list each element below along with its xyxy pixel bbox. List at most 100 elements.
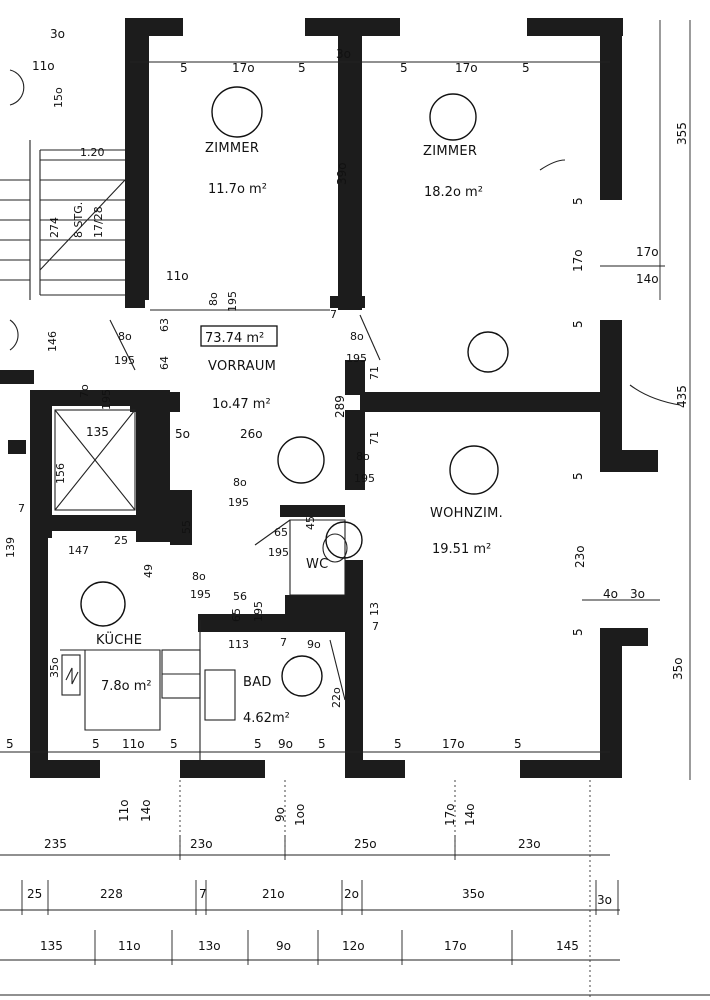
b5-1: 11o (118, 939, 141, 953)
stair-arrow (39, 179, 126, 271)
wall-left-stub2 (8, 440, 26, 454)
dim-195-a: 195 (226, 291, 239, 312)
right-dim-8: 23o (573, 545, 587, 568)
top-dim-1: 5 (180, 61, 188, 75)
dim-71-a: 71 (368, 366, 381, 380)
wall-bad-top (198, 614, 363, 632)
b3-3: 23o (518, 837, 541, 851)
wall-shaft-bottom (40, 515, 170, 531)
dim-8o-c: 8o (350, 330, 364, 343)
wall-shaft-top (30, 390, 170, 406)
dim-39o: 39o (335, 162, 349, 185)
b2-5: 14o (463, 803, 477, 826)
dim-45: 45 (304, 516, 317, 530)
lamp-wohnzim (449, 445, 499, 495)
dim-7-c: 7 (280, 636, 287, 649)
kitchen-stove-zig (65, 667, 79, 685)
top-dim-0: 3o (50, 27, 65, 41)
wall-right-top (600, 18, 622, 200)
stair-ratio: 17/28 (92, 206, 105, 238)
window-arc-right (629, 384, 681, 406)
bottom-dims-row5: 135 11o 13o 9o 12o 17o 145 (40, 939, 579, 953)
total-area-box (200, 325, 278, 347)
dim-8o-f: 8o (192, 570, 206, 583)
wall-right-mid (600, 320, 622, 400)
room-labels: ZIMMER 11.7o m² ZIMMER 18.2o m² 73.74 m²… (96, 141, 503, 726)
b1-8: 17o (442, 737, 465, 751)
right-dim-3: 5 (571, 320, 585, 328)
dim-71-b: 71 (368, 431, 381, 445)
room-name-kueche: KÜCHE (96, 631, 142, 648)
outlines (0, 69, 681, 760)
dim-289: 289 (333, 395, 347, 418)
wall-zimmer1-left (125, 18, 149, 300)
wall-right-bay2-step (600, 628, 648, 646)
wall-zimmer-bottom-right (330, 296, 365, 308)
wall-bottom-bad (180, 760, 265, 778)
dim-55: 55 (180, 520, 193, 534)
ticks-row3 (179, 835, 456, 860)
kitchen-counter (60, 649, 161, 731)
b5-4: 12o (342, 939, 365, 953)
top-dim-5: 5 (400, 61, 408, 75)
room-name-bad: BAD (243, 675, 272, 690)
wall-top-right (527, 18, 623, 36)
b2-2: 9o (273, 807, 287, 822)
lamp-wohnzim-upper (467, 331, 509, 373)
dim-195-e: 195 (354, 472, 375, 485)
wall-vorraum-bad (170, 490, 192, 545)
dim-8o-e: 8o (233, 476, 247, 489)
stair-treads (40, 159, 125, 281)
right-dim-1: 5 (571, 197, 585, 205)
dim-13: 13 (368, 602, 381, 616)
b1-4: 5 (254, 737, 262, 751)
lamp-vorraum (277, 436, 325, 484)
right-dim-2: 17o (571, 249, 585, 272)
dim-147: 147 (68, 544, 89, 557)
b1-1: 5 (92, 737, 100, 751)
top-dim-6: 17o (455, 61, 478, 75)
b4-1: 228 (100, 887, 123, 901)
wall-bottom-right (520, 760, 620, 778)
b5-3: 9o (276, 939, 291, 953)
right-dim-5: 14o (636, 272, 659, 286)
right-dim-12: 35o (671, 657, 685, 680)
dim-195-c: 195 (346, 352, 367, 365)
dim-7-d: 7 (18, 502, 25, 515)
wall-kitchen-left (30, 530, 48, 770)
b2-4: 17o (443, 803, 457, 826)
bottom-dims-row2: 11o 14o 9o 1oo 17o 14o (117, 799, 477, 826)
room-area-kueche: 7.8o m² (101, 679, 152, 694)
right-dim-11: 3o (630, 587, 645, 601)
room-area-bad: 4.62m² (243, 711, 290, 726)
dim-7-b: 7 (372, 620, 379, 633)
wall-wohnzim-left2 (345, 410, 365, 490)
wall-zimmer1-bottom (125, 296, 145, 308)
interior-dims: 11o 39o 8o 195 63 8o 195 64 146 7 8o 195… (4, 162, 381, 708)
b5-2: 13o (198, 939, 221, 953)
wc-box (289, 519, 346, 596)
top-dim-9: 15o (52, 87, 65, 108)
lamp-zimmer1 (211, 86, 263, 138)
wall-right-bay1-step (600, 450, 658, 472)
top-dim-3: 5 (298, 61, 306, 75)
b3-1: 23o (190, 837, 213, 851)
lamps (80, 86, 509, 697)
b2-1: 14o (139, 799, 153, 822)
bottom-dims-row4: 25 228 7 21o 2o 35o 3o (27, 887, 612, 907)
stair-rail-outer (39, 149, 125, 296)
right-dim-7: 5 (571, 472, 585, 480)
right-dim-6: 435 (675, 385, 689, 408)
ticks-row4 (21, 880, 619, 915)
dim-195-b: 195 (114, 354, 135, 367)
wall-shaft-left (30, 390, 52, 538)
dim-65-a: 65 (274, 526, 288, 539)
wall-wohnzim-left (345, 360, 365, 395)
right-dim-9: 5 (571, 628, 585, 636)
b2-3: 1oo (293, 804, 307, 826)
lamp-zimmer2 (429, 93, 477, 141)
dim-49: 49 (142, 564, 155, 578)
dim-63: 63 (158, 318, 171, 332)
room-name-wohnzim: WOHNZIM. (430, 506, 503, 521)
